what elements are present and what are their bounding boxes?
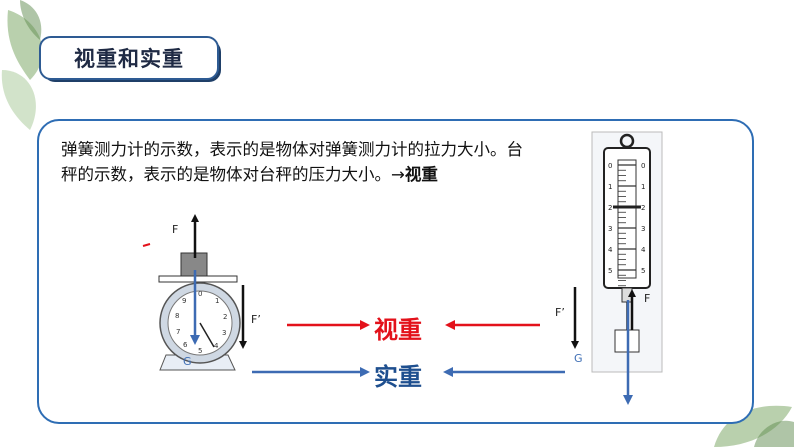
spring-scale-tick-label: 5 [608, 267, 612, 275]
spring-scale-tick-label: 4 [641, 246, 646, 254]
spring-scale-tick-label: 1 [641, 183, 645, 191]
red-mark [142, 243, 151, 247]
force-prime-label-right: F’ [555, 306, 565, 319]
spring-scale-tick-label: 0 [641, 162, 645, 170]
spring-scale-tick-label: 0 [608, 162, 612, 170]
explanation-text: 弹簧测力计的示数，表示的是物体对弹簧测力计的拉力大小。台秤的示数，表示的是物体对… [61, 140, 523, 184]
svg-text:8: 8 [175, 312, 179, 320]
svg-text:9: 9 [182, 297, 186, 305]
gravity-label-left: G [183, 355, 192, 368]
svg-text:6: 6 [183, 341, 188, 349]
spring-scale-tick-label: 1 [608, 183, 612, 191]
spring-scale-tick-label: 3 [641, 225, 645, 233]
spring-scale-tick-label: 3 [608, 225, 612, 233]
force-prime-label-left: F’ [251, 313, 261, 326]
svg-text:2: 2 [223, 313, 227, 321]
spring-scale-tick-label: 5 [641, 267, 645, 275]
svg-text:5: 5 [198, 347, 202, 355]
svg-text:3: 3 [222, 329, 226, 337]
leaf-decoration-icon [1, 0, 43, 130]
explanation-emphasis: 视重 [404, 165, 438, 184]
svg-text:1: 1 [215, 297, 219, 305]
svg-text:0: 0 [198, 290, 202, 298]
gravity-label-right: G [574, 352, 583, 365]
svg-text:4: 4 [214, 342, 219, 350]
title-box: 视重和实重 [39, 36, 219, 80]
real-weight-label: 实重 [374, 363, 422, 391]
explanation-paragraph: 弹簧测力计的示数，表示的是物体对弹簧测力计的拉力大小。台秤的示数，表示的是物体对… [61, 137, 531, 187]
platform-scale-icon: 0 1 2 3 4 5 6 7 8 9 [158, 252, 241, 371]
apparent-weight-label: 视重 [374, 316, 422, 344]
leaf-decoration-icon [714, 405, 794, 447]
force-label-right: F [644, 292, 651, 305]
spring-scale-tick-label: 2 [608, 204, 612, 212]
spring-scale-tick-label: 4 [608, 246, 613, 254]
force-label-left: F [172, 223, 179, 236]
spring-scale-tick-label: 2 [641, 204, 645, 212]
svg-text:7: 7 [176, 328, 180, 336]
page-title: 视重和实重 [74, 47, 184, 71]
